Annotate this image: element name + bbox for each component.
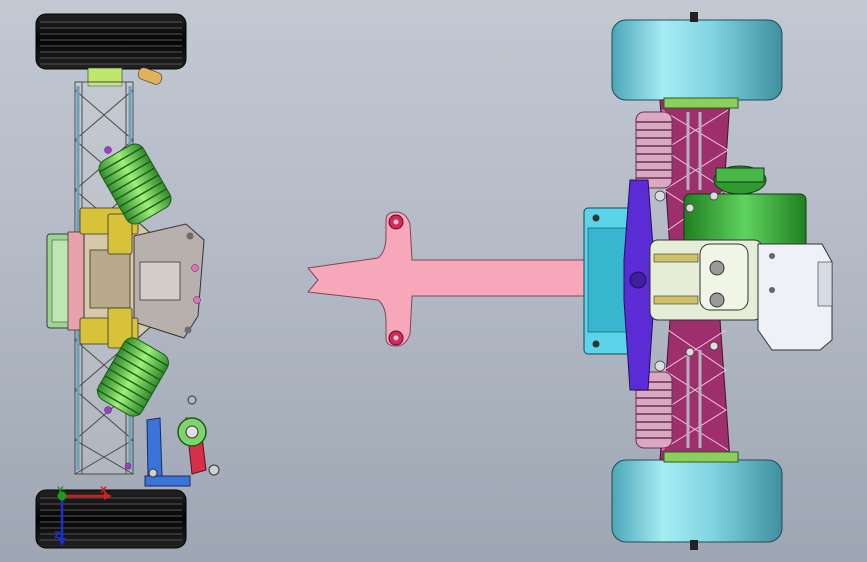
triad-x-label: X <box>100 486 107 496</box>
front-coil-spring-lower[interactable] <box>94 334 172 420</box>
rear-coil-spring-lower[interactable] <box>635 371 673 449</box>
rear-fasteners <box>654 190 719 372</box>
front-left-upper-tire[interactable] <box>35 13 187 70</box>
right-drivetrain-assembly[interactable] <box>583 12 833 550</box>
front-left-lower-tire[interactable] <box>35 489 187 549</box>
left-suspension-assembly[interactable] <box>35 13 220 549</box>
rear-toe-links <box>686 112 702 448</box>
fasteners <box>104 146 132 470</box>
rear-upper-tire[interactable] <box>611 12 783 101</box>
rear-coil-spring-upper[interactable] <box>635 111 673 189</box>
triad-y-label: Y <box>57 486 64 496</box>
shock-mounts[interactable] <box>79 207 139 349</box>
front-coil-spring-upper[interactable] <box>95 140 174 227</box>
triad-z-label: Z <box>54 531 61 541</box>
rear-green-frame-strip <box>663 97 739 463</box>
motor-mount-bracket[interactable] <box>623 179 655 391</box>
center-chassis-plate[interactable] <box>307 211 611 347</box>
rear-end-block[interactable] <box>757 243 833 351</box>
axis-triad <box>57 491 112 546</box>
rear-lower-tire[interactable] <box>611 459 783 550</box>
motor-can[interactable] <box>683 165 807 249</box>
differential-case[interactable] <box>649 239 763 321</box>
steering-linkage[interactable] <box>144 395 220 487</box>
